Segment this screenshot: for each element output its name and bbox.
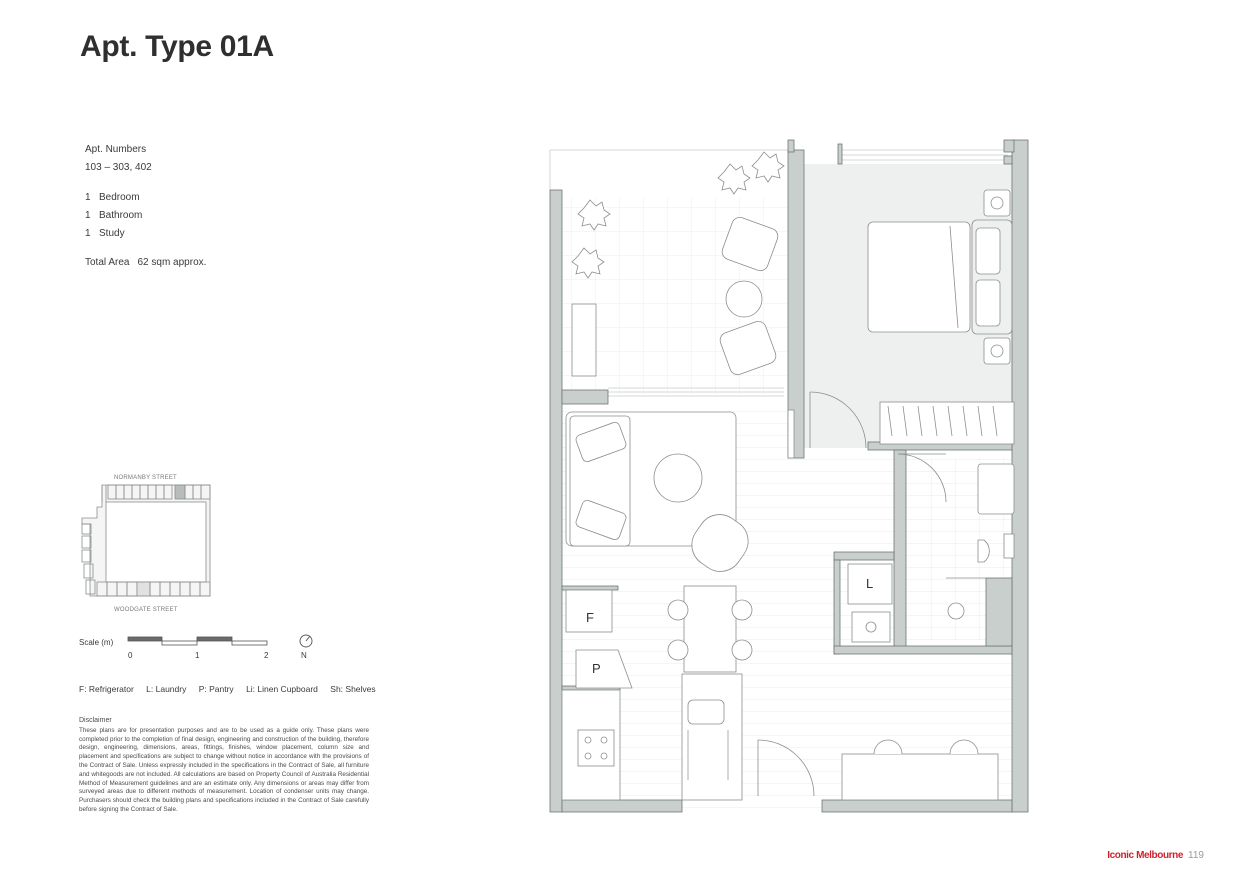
floor-plan-drawing xyxy=(549,139,1029,813)
room-label: Study xyxy=(99,228,125,239)
total-area: Total Area 62 sqm approx. xyxy=(85,254,206,272)
legend-item: Sh: Shelves xyxy=(330,684,376,694)
room-label: Bathroom xyxy=(99,210,143,221)
scale-label: Scale (m) xyxy=(79,638,114,647)
apt-numbers-label: Apt. Numbers xyxy=(85,144,147,155)
scale-tick: 2 xyxy=(264,651,269,660)
page-title: Apt. Type 01A xyxy=(80,30,274,63)
laundry-label: L xyxy=(866,576,874,591)
top-street-label: NORMANBY STREET xyxy=(114,475,177,481)
bottom-street-label: WOODGATE STREET xyxy=(114,607,178,613)
scale-bar: Scale (m) 0 1 2 N xyxy=(79,632,379,662)
disclaimer: Disclaimer These plans are for presentat… xyxy=(79,717,369,815)
total-area-label: Total Area xyxy=(85,257,130,268)
brand-logo: Iconic Melbourne xyxy=(1107,850,1184,861)
north-arrow-icon xyxy=(299,634,313,648)
room-study: 1 Study xyxy=(85,225,206,243)
room-label: Bedroom xyxy=(99,192,140,203)
room-bedroom: 1 Bedroom xyxy=(85,189,206,207)
key-plan-drawing xyxy=(81,484,211,597)
room-count: 1 xyxy=(85,228,91,239)
fridge-label: F xyxy=(586,610,594,625)
room-bathroom: 1 Bathroom xyxy=(85,207,206,225)
page-number: 119 xyxy=(1188,850,1204,861)
site-key-plan: NORMANBY STREET WOODGATE STRE xyxy=(72,474,372,619)
disclaimer-heading: Disclaimer xyxy=(79,717,112,724)
total-area-value: 62 sqm approx. xyxy=(137,257,207,268)
legend-item: F: Refrigerator xyxy=(79,684,134,694)
pantry-label: P xyxy=(592,661,601,676)
footer: Iconic Melbourne 119 xyxy=(1107,850,1204,861)
scale-bar-graphic xyxy=(127,636,268,646)
disclaimer-body: These plans are for presentation purpose… xyxy=(79,726,369,813)
floor-plan: F P L xyxy=(548,136,1030,816)
north-label: N xyxy=(301,651,307,660)
legend: F: Refrigerator L: Laundry P: Pantry Li:… xyxy=(79,684,386,694)
legend-item: L: Laundry xyxy=(146,684,187,694)
scale-tick: 1 xyxy=(195,651,200,660)
room-count: 1 xyxy=(85,192,91,203)
legend-item: P: Pantry xyxy=(198,684,234,694)
room-count: 1 xyxy=(85,210,91,221)
scale-tick: 0 xyxy=(128,651,133,660)
apt-numbers-value: 103 – 303, 402 xyxy=(85,162,152,173)
legend-item: Li: Linen Cupboard xyxy=(246,684,318,694)
